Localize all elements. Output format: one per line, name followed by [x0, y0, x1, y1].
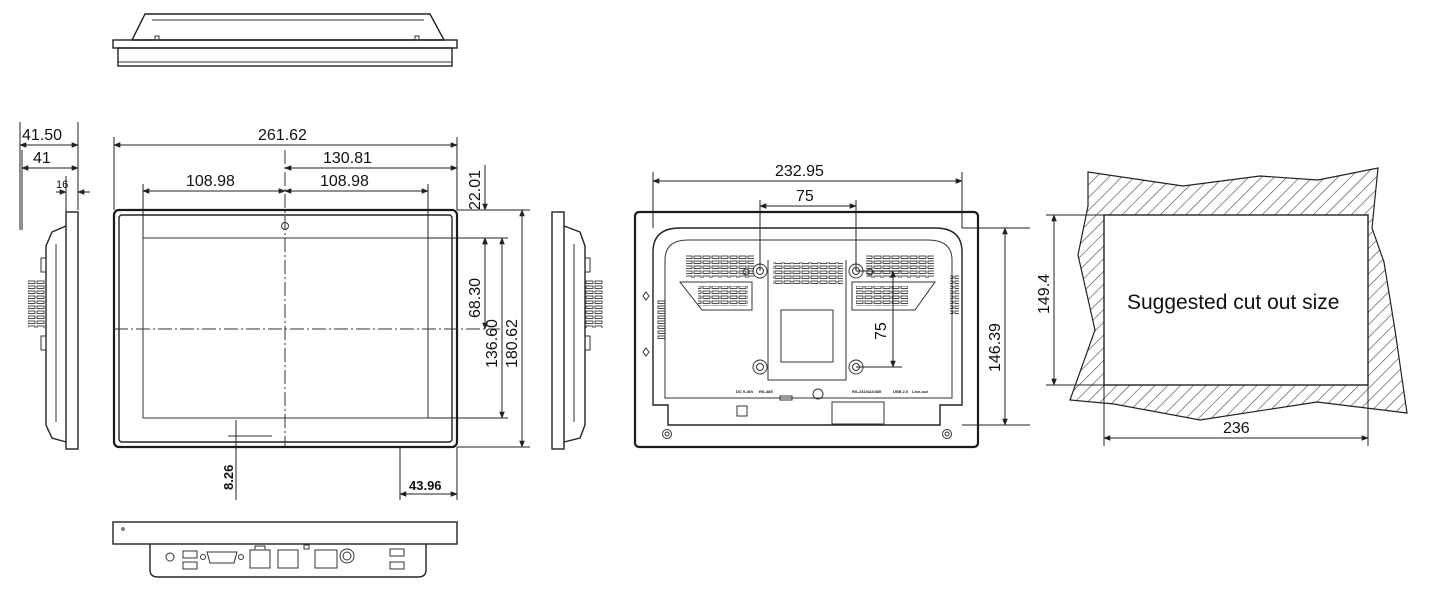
dim-body-depth: 41 [33, 150, 51, 167]
dim-corner-offset: 43.96 [409, 478, 442, 493]
dim-overall-height: 180.62 [504, 319, 521, 368]
rear-port-labels: DC 9-36V RS-485 RS-232/422/485 USB 2.0 L… [736, 389, 928, 394]
right-side-view [551, 211, 603, 450]
dim-top-offset: 22.01 [467, 170, 484, 210]
dim-vesa-vertical: 75 [873, 322, 890, 340]
port-ethernet-3 [314, 549, 338, 569]
dim-bottom-offset: 8.26 [221, 465, 236, 490]
port-ethernet-1 [249, 549, 271, 569]
top-view [112, 13, 458, 67]
dim-screen-height: 136.60 [484, 319, 501, 368]
bottom-view [112, 521, 458, 578]
dim-mount-width: 232.95 [775, 163, 824, 180]
dim-cutout-width: 236 [1223, 420, 1250, 437]
dim-half-width: 130.81 [323, 150, 372, 167]
port-usb-stack-left [182, 550, 198, 570]
camera-icon [281, 222, 289, 230]
cutout-opening [1103, 214, 1369, 386]
dim-half-screen-height: 68.30 [467, 278, 484, 318]
dim-cutout-height: 149.4 [1036, 274, 1053, 314]
dim-left-hole-spacing: 108.98 [186, 173, 235, 190]
dim-mount-height: 146.39 [987, 323, 1004, 372]
dim-overall-width: 261.62 [258, 127, 307, 144]
port-label-dc-in: DC 9-36V [736, 389, 754, 394]
port-serial-db9 [200, 551, 244, 564]
port-label-rs232: RS-232/422/485 [852, 389, 882, 394]
left-side-view [28, 211, 79, 450]
vesa-hole-bl [752, 359, 768, 375]
power-jack-icon [165, 552, 175, 562]
port-usb-stack-right [389, 548, 405, 570]
cutout-view: Suggested cut out size 149.4 236 [1036, 167, 1408, 446]
port-label-rs485: RS-485 [759, 389, 773, 394]
rear-dimensions: 232.95 75 75 146.39 [652, 163, 1030, 426]
front-view [112, 150, 500, 449]
front-dimensions: 261.62 130.81 108.98 108.98 22.01 68.30 … [113, 127, 530, 500]
side-dimensions: 41.50 41 16 [19, 122, 90, 230]
port-label-usb: USB 2.0 [893, 389, 909, 394]
dim-vesa-horizontal: 75 [796, 188, 814, 205]
dim-total-depth: 41.50 [22, 127, 62, 144]
rear-view: DC 9-36V RS-485 RS-232/422/485 USB 2.0 L… [633, 210, 980, 449]
cutout-label: Suggested cut out size [1127, 291, 1339, 314]
side-vent-grille [28, 280, 46, 328]
port-ethernet-2 [277, 549, 299, 569]
port-label-line-out: Line-out [912, 389, 928, 394]
dim-bezel-depth: 16 [56, 179, 68, 191]
dim-right-hole-spacing: 108.98 [320, 173, 369, 190]
power-button-icon [339, 548, 355, 564]
